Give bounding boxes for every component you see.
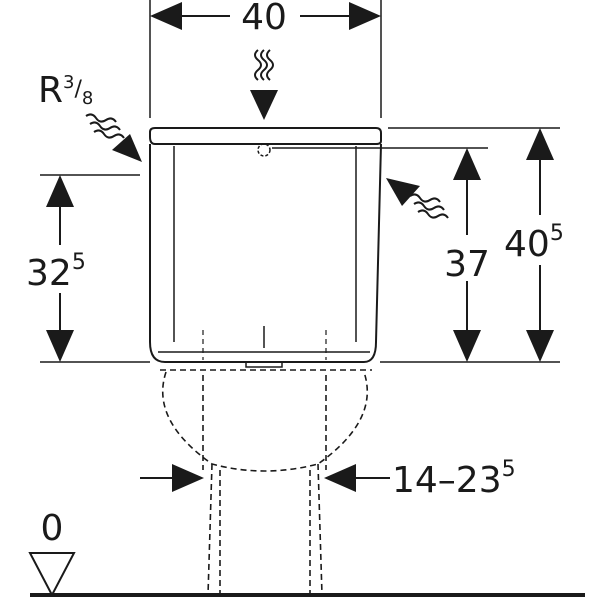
toilet-bowl-outline	[160, 369, 372, 596]
water-inflow-icon	[254, 49, 274, 81]
svg-text:325: 325	[26, 250, 86, 294]
thread-label: R3/8	[38, 70, 93, 111]
dim-side-inlet-height: 325	[22, 175, 104, 362]
cistern-outlet	[245, 361, 283, 368]
floor-level-triangle-icon	[28, 552, 76, 598]
total-height-main: 40	[504, 224, 550, 265]
top-inlet-marker	[257, 143, 271, 157]
cistern-body	[149, 143, 382, 363]
water-inflow-icon	[85, 113, 125, 139]
bowl-width-main: 14–23	[392, 460, 502, 501]
dim-total-height: 405	[500, 128, 584, 362]
thread-frac-num: 3	[63, 72, 74, 93]
inlet-height-label: 37	[444, 244, 490, 285]
floor-level-marker: 0	[28, 508, 76, 598]
svg-text:R3/8: R3/8	[38, 70, 93, 111]
side-inlet-main: 32	[26, 253, 72, 294]
width-label: 40	[241, 0, 287, 38]
svg-text:405: 405	[504, 221, 564, 265]
top-inflow-arrow-icon	[250, 90, 278, 120]
thread-frac-slash: /	[74, 77, 82, 102]
arrow-right	[349, 2, 381, 30]
extension-lines	[40, 0, 560, 479]
dim-width: 40	[150, 0, 381, 38]
total-height-sup: 5	[550, 221, 564, 246]
cistern-lid	[149, 127, 382, 145]
arrow-left	[150, 2, 182, 30]
thread-main: R	[38, 70, 63, 111]
dim-bowl-width: 14–235	[140, 457, 516, 501]
side-inlet-sup: 5	[72, 250, 86, 275]
cistern-tank	[149, 127, 382, 368]
left-inflow-arrow-icon	[112, 134, 142, 162]
svg-text:14–235: 14–235	[392, 457, 516, 501]
bowl-width-sup: 5	[502, 457, 516, 482]
water-inflow-icon	[409, 193, 449, 219]
thread-frac-den: 8	[82, 88, 93, 109]
right-inflow-arrow-icon	[386, 178, 420, 206]
dim-inlet-height: 37	[440, 148, 496, 362]
floor-level-label: 0	[41, 508, 64, 549]
